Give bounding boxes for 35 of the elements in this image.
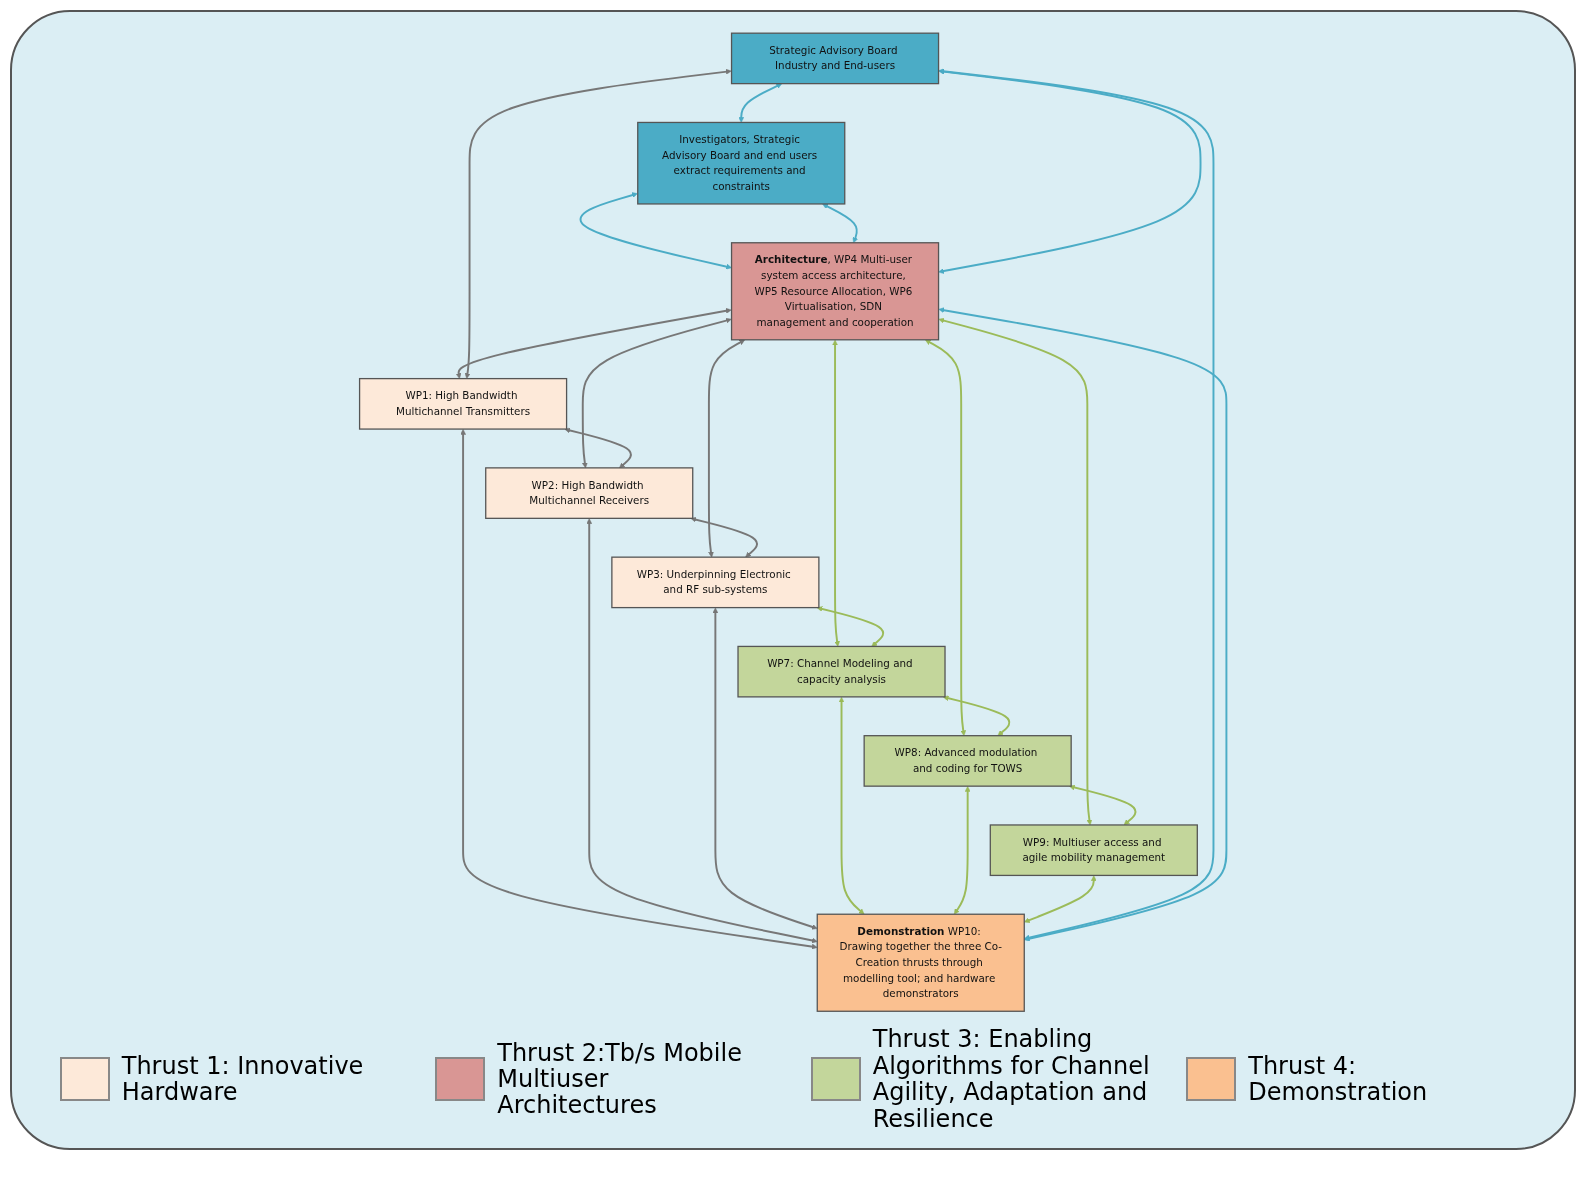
arrow — [925, 339, 967, 736]
arrow — [712, 607, 818, 930]
arrow — [464, 68, 732, 379]
arrow — [690, 516, 758, 558]
node-box: WP1: High Bandwidth Multichannel Transmitters — [358, 377, 568, 430]
arrow — [822, 203, 859, 243]
arrow — [838, 696, 865, 915]
arrow — [938, 68, 1215, 941]
arrow — [832, 339, 840, 647]
arrow — [816, 606, 885, 647]
arrow — [581, 317, 732, 469]
arrow — [707, 339, 745, 558]
arrow — [455, 308, 732, 379]
node-box: WP9: Multiuser access and agile mobility management — [989, 824, 1198, 877]
arrow — [579, 192, 732, 270]
node-box: Demonstration WP10: Drawing together the three Co-Creation thrusts through modelling tool; and hardware demonstrators — [816, 913, 1025, 1012]
arrow — [938, 317, 1093, 826]
node-box: Strategic Advisory Board Industry and End-users — [730, 32, 940, 85]
arrow — [938, 307, 1228, 942]
arrow — [942, 695, 1011, 736]
legend-label: Thrust 1: Innovative Hardware — [121, 1052, 365, 1106]
node-box: Investigators, Strategic Advisory Board and end users extract requirements and constraints — [637, 121, 846, 205]
node-box: WP7: Channel Modeling and capacity analysis — [737, 645, 946, 698]
legend-label: Thrust 3: Enabling Algorithms for Channel Agility, Adaptation and Resilience — [872, 1026, 1151, 1132]
node-box: WP2: High Bandwidth Multichannel Receivers — [485, 467, 694, 519]
arrow — [1069, 784, 1137, 826]
legend-label: Thrust 2:Tb/s Mobile Multiuser Architectures — [497, 1039, 743, 1119]
arrow — [1024, 875, 1097, 923]
arrow — [954, 786, 971, 915]
node-box: WP8: Advanced modulation and coding for TOWS — [863, 735, 1072, 787]
arrow — [738, 83, 783, 123]
node-box: Architecture, WP4 Multi-user system access architecture, WP5 Resource Allocation, WP6 Virtualisation, SDN management and cooperation — [730, 242, 940, 341]
arrow — [564, 427, 632, 469]
node-box: WP3: Underpinning Electronic and RF sub-systems — [611, 556, 820, 609]
legend-label: Thrust 4: Demonstration — [1248, 1052, 1429, 1106]
